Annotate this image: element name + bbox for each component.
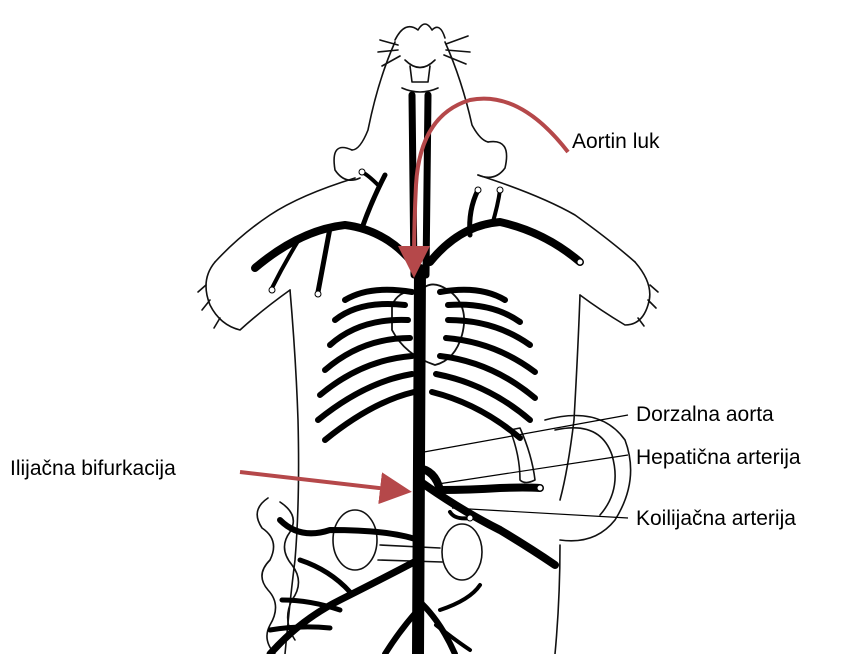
hepatic-artery-label: Hepatična arterija: [636, 447, 801, 468]
iliac-bifurcation-label: Ilijačna bifurkacija: [10, 458, 176, 479]
dorsal-aorta-label: Dorzalna aorta: [636, 404, 774, 425]
hepatic-artery-pointer: [438, 455, 628, 484]
coeliac-artery-label: Koilijačna arterija: [636, 508, 796, 529]
iliac-bifurcation-arrow: [240, 472, 396, 490]
heart: [392, 284, 464, 365]
aortic-arch-label: Aortin luk: [572, 131, 660, 152]
